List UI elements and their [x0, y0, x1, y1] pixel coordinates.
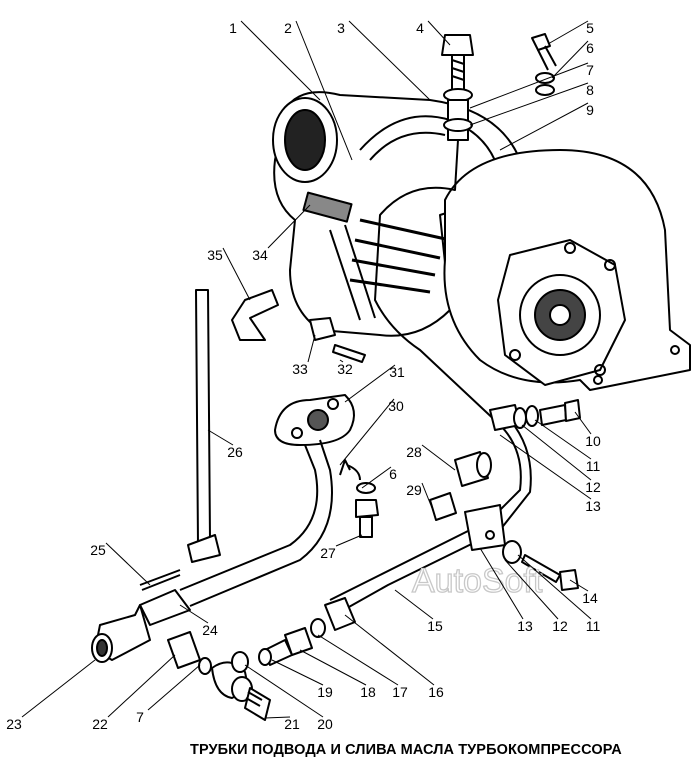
leader-line: [222, 247, 251, 301]
leader-line: [344, 364, 396, 403]
callout-33: 33: [292, 361, 308, 377]
callout-8: 8: [586, 82, 594, 98]
callout-14: 14: [582, 590, 598, 606]
callout-4: 4: [416, 20, 424, 36]
cotter-pin: [139, 569, 181, 591]
leader-line: [421, 444, 456, 471]
leader-line: [105, 542, 151, 586]
callout-11: 11: [586, 618, 601, 634]
leader-line: [264, 716, 291, 719]
callout-24: 24: [202, 622, 218, 638]
callout-30: 30: [388, 398, 404, 414]
callout-7: 7: [586, 62, 594, 78]
leader-line: [551, 40, 589, 79]
leader-line: [427, 20, 451, 46]
leader-line: [569, 579, 589, 592]
leader-line: [339, 359, 344, 363]
callout-7: 7: [136, 709, 144, 725]
leader-line: [244, 664, 324, 718]
leader-line: [179, 604, 209, 624]
leader-line: [499, 434, 592, 500]
leader-line: [267, 204, 311, 249]
leader-line: [317, 634, 399, 686]
callout-15: 15: [427, 618, 443, 634]
leader-line: [504, 559, 559, 620]
leader-line: [517, 554, 592, 620]
bolt-32: [309, 317, 366, 363]
leader-line: [147, 664, 201, 711]
leader-line: [240, 20, 321, 101]
leader-line: [271, 659, 324, 686]
callout-17: 17: [392, 684, 408, 700]
bolt-5-washers: [531, 33, 557, 96]
leader-line: [307, 334, 316, 363]
turbine-housing: [443, 149, 691, 391]
diagram-title: ТРУБКИ ПОДВОДА И СЛИВА МАСЛА ТУРБОКОМПРЕ…: [190, 742, 622, 758]
callout-12: 12: [585, 479, 601, 495]
leader-line: [339, 398, 395, 466]
callout-5: 5: [586, 20, 594, 36]
leader-line: [295, 20, 353, 161]
callout-19: 19: [317, 684, 333, 700]
callout-10: 10: [585, 433, 601, 449]
callout-22: 22: [92, 716, 108, 732]
callout-21: 21: [284, 716, 300, 732]
callout-13: 13: [585, 498, 601, 514]
leader-line: [348, 20, 431, 101]
callout-6: 6: [389, 466, 397, 482]
oil-inlet-bolt: [374, 34, 501, 426]
sleeve-28-29: [429, 451, 492, 521]
callout-31: 31: [389, 364, 405, 380]
leader-line: [207, 429, 234, 446]
callout-23: 23: [6, 716, 22, 732]
leader-line: [547, 20, 589, 45]
callout-1: 1: [229, 20, 237, 36]
callout-3: 3: [337, 20, 345, 36]
leader-line: [469, 82, 589, 126]
bracket: [231, 289, 279, 341]
leader-line: [421, 482, 433, 509]
union-fittings: [258, 597, 356, 666]
callout-27: 27: [320, 545, 336, 561]
banjo-fittings: [167, 631, 271, 721]
leader-line: [469, 62, 589, 109]
leader-line: [299, 649, 367, 686]
callout-12: 12: [552, 618, 568, 634]
drain-pipe: [91, 394, 355, 663]
callout-35: 35: [207, 247, 223, 263]
supply-pipe: [329, 399, 581, 613]
callout-32: 32: [337, 361, 353, 377]
leader-line: [344, 614, 435, 686]
leader-line: [479, 547, 524, 620]
callout-28: 28: [406, 444, 422, 460]
leader-line: [534, 419, 592, 460]
compressor-housing: [272, 91, 521, 337]
leader-line: [335, 534, 363, 547]
callout-6: 6: [586, 40, 594, 56]
callout-11: 11: [586, 458, 601, 474]
callout-34: 34: [252, 247, 268, 263]
callout-9: 9: [586, 102, 594, 118]
callout-18: 18: [360, 684, 376, 700]
leader-line: [107, 654, 176, 718]
callout-16: 16: [428, 684, 444, 700]
clip-strap: [187, 289, 221, 563]
leader-line: [394, 589, 434, 620]
leader-line: [21, 659, 96, 718]
callout-20: 20: [317, 716, 333, 732]
callout-13: 13: [517, 618, 533, 634]
leader-line: [361, 466, 392, 489]
bolt-27: [339, 459, 379, 538]
callout-25: 25: [90, 542, 106, 558]
leader-line: [574, 411, 592, 435]
callout-29: 29: [406, 482, 422, 498]
leader-line: [521, 424, 592, 481]
callout-2: 2: [284, 20, 292, 36]
leader-line: [499, 102, 589, 151]
watermark: AutoSoft: [412, 562, 543, 600]
callout-26: 26: [227, 444, 243, 460]
